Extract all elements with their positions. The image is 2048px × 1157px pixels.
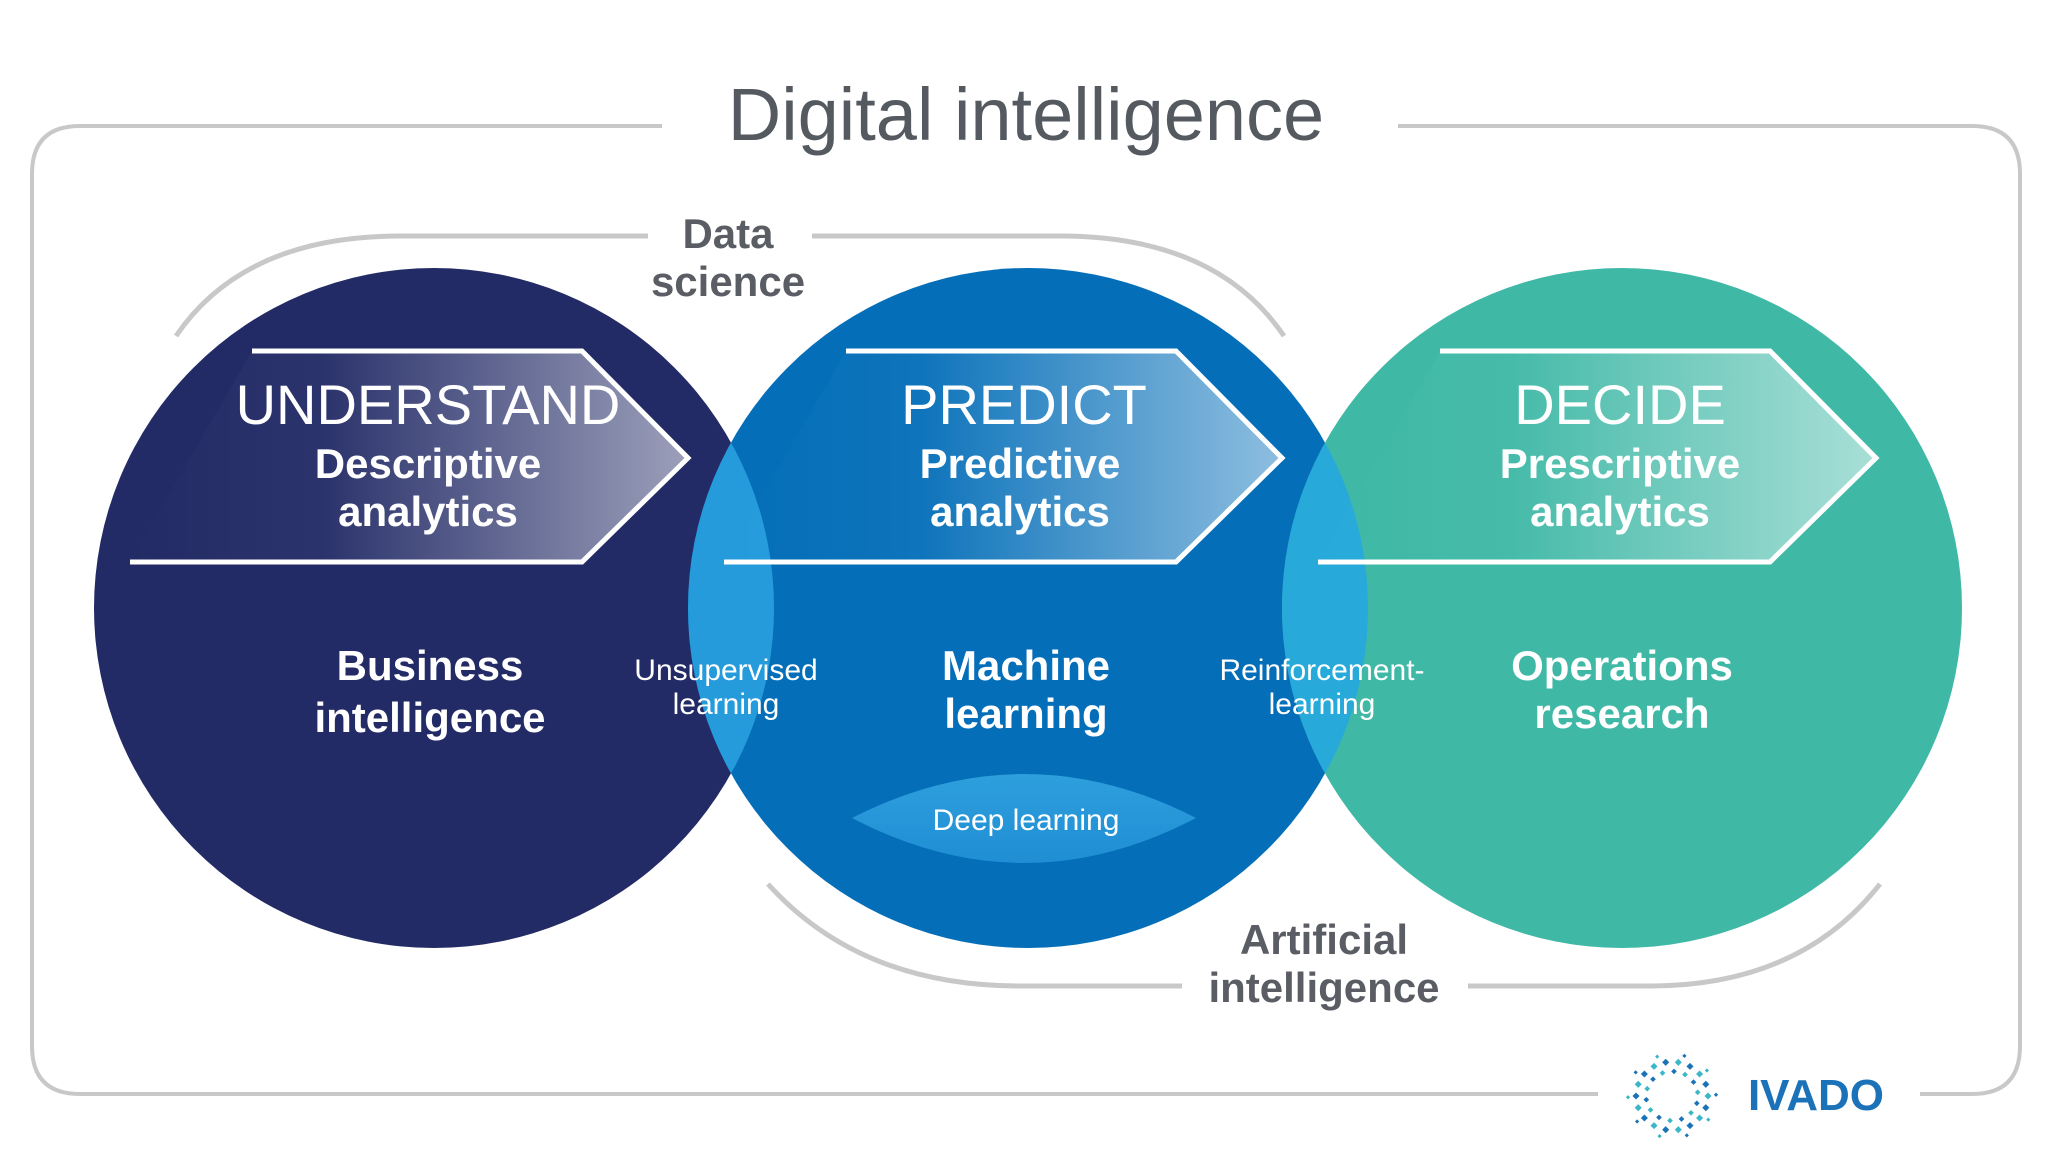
logo-dot [1682, 1071, 1688, 1078]
logo-dot [1684, 1133, 1689, 1138]
chevron-understand [130, 348, 692, 565]
logo-dot [1702, 1104, 1710, 1112]
descriptive-analytics-line2: analytics [338, 488, 518, 535]
decide-verb: DECIDE [1514, 373, 1726, 436]
logo-dot [1632, 1092, 1640, 1100]
logo-dot [1655, 1054, 1660, 1059]
deep-learning-lens [852, 774, 1196, 863]
logo-dot [1656, 1114, 1662, 1121]
logo-dot [1640, 1114, 1648, 1122]
logo-dot [1706, 1117, 1711, 1122]
logo-dot [1633, 1070, 1638, 1075]
machine-learning-line1: Machine [942, 642, 1110, 689]
logo-dot [1662, 1058, 1670, 1066]
reinforcement-learning-line1: Reinforcement- [1219, 654, 1424, 687]
predict-verb: PREDICT [901, 373, 1147, 436]
data-science-bracket-right [812, 233, 1287, 338]
logo-dot [1704, 1092, 1712, 1100]
logo-dot [1671, 1068, 1677, 1075]
ai-bracket-right [1468, 882, 1882, 989]
chevron-predict [724, 348, 1286, 565]
understand-verb: UNDERSTAND [236, 373, 621, 436]
diagram-title: Digital intelligence [728, 73, 1324, 156]
logo-dot [1686, 1062, 1694, 1070]
operations-research-line1: Operations [1511, 642, 1733, 689]
logo-dot [1650, 1122, 1658, 1130]
logo-dot [1634, 1119, 1640, 1124]
logo-dot [1634, 1080, 1642, 1088]
descriptive-analytics-line1: Descriptive [315, 440, 541, 487]
logo-dot [1696, 1070, 1704, 1078]
machine-learning-line2: learning [944, 690, 1107, 737]
logo-dot [1688, 1109, 1694, 1116]
logo-dot [1713, 1092, 1719, 1097]
logo-dot [1659, 1070, 1666, 1076]
logo-dot [1625, 1095, 1631, 1100]
logo-dot [1667, 1117, 1673, 1124]
logo-dot [1644, 1085, 1651, 1092]
deep-learning-label: Deep learning [933, 804, 1120, 837]
data-science-label-line2: science [651, 258, 805, 305]
logo-dot [1662, 1126, 1670, 1134]
logo-dot [1643, 1096, 1650, 1103]
ivado-wordmark: IVADO [1748, 1071, 1884, 1120]
unsupervised-learning-line2: learning [673, 688, 780, 721]
ivado-logo-icon [1625, 1053, 1719, 1139]
logo-dot [1678, 1116, 1685, 1122]
predictive-analytics-line2: analytics [930, 488, 1110, 535]
logo-dot [1674, 1058, 1682, 1066]
data-science-label-line1: Data [682, 210, 774, 257]
logo-dot [1650, 1062, 1658, 1070]
logo-dot [1650, 1076, 1656, 1083]
ai-bracket [766, 882, 1182, 989]
prescriptive-analytics-line1: Prescriptive [1500, 440, 1740, 487]
outer-frame [30, 124, 1598, 1096]
data-science-bracket [173, 233, 648, 338]
ai-label-line1: Artificial [1240, 916, 1408, 963]
logo-dot [1657, 1133, 1662, 1139]
logo-dot [1694, 1089, 1701, 1096]
predictive-analytics-line1: Predictive [920, 440, 1121, 487]
logo-dot [1674, 1126, 1682, 1134]
logo-dot [1696, 1114, 1704, 1122]
prescriptive-analytics-line2: analytics [1530, 488, 1710, 535]
reinforcement-learning-line2: learning [1269, 688, 1376, 721]
logo-dot [1640, 1070, 1648, 1078]
logo-dot [1704, 1068, 1710, 1073]
logo-dot [1686, 1122, 1694, 1130]
operations-research-line2: research [1534, 690, 1709, 737]
logo-dot [1690, 1079, 1697, 1085]
logo-dot [1647, 1107, 1654, 1113]
outer-frame-right [1398, 124, 2022, 1096]
logo-dot [1702, 1080, 1710, 1088]
business-intelligence-line2: intelligence [314, 694, 545, 741]
chevron-decide [1318, 348, 1880, 565]
ai-label-line2: intelligence [1208, 964, 1439, 1011]
logo-dot [1693, 1100, 1700, 1107]
unsupervised-learning-line1: Unsupervised [634, 654, 817, 687]
logo-dot [1634, 1104, 1642, 1112]
logo-dot [1682, 1053, 1687, 1059]
business-intelligence-line1: Business [337, 642, 524, 689]
